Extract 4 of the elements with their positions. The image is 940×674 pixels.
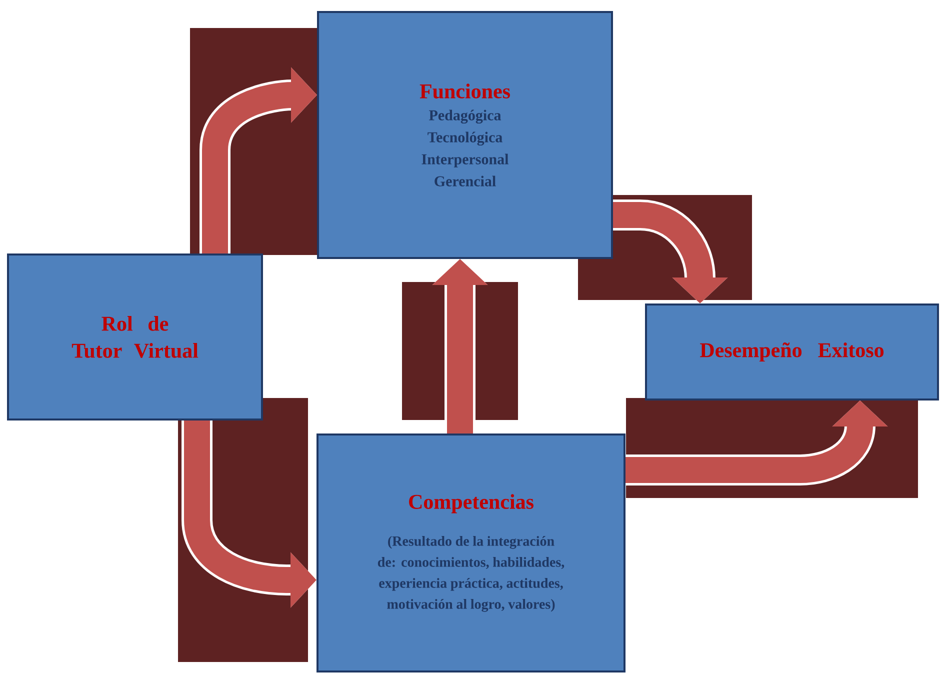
text-box: Funciones Pedagógica Tecnológica Interpersonal Gerencial <box>317 11 613 259</box>
text-box: Desempeño Exitoso <box>645 304 939 400</box>
text-box: Competencias (Resultado de la integración de: conocimientos, habilidades, experiencia práctica, actitudes, motivación al logro, valores) <box>316 434 626 672</box>
text-box: Rol de Tutor Virtual <box>7 254 263 420</box>
